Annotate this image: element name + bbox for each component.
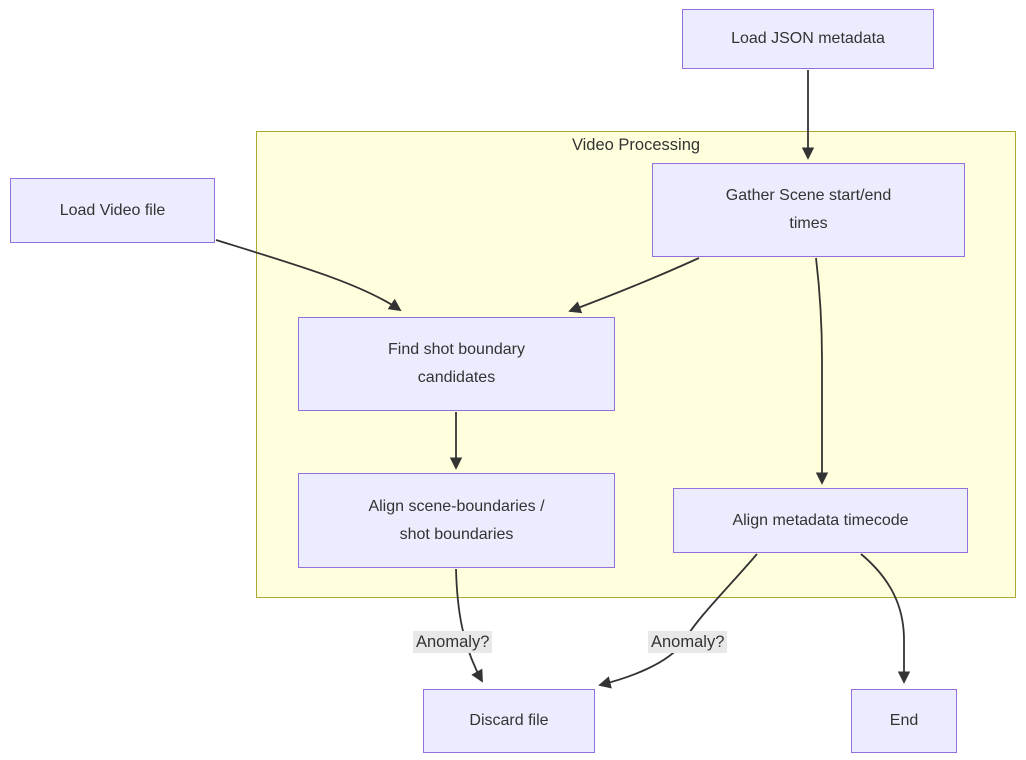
edge-align-metadata-to-discard <box>598 553 758 689</box>
edge-align-metadata-to-end <box>860 553 911 684</box>
subgraph-title: Video Processing <box>571 136 701 154</box>
edge-load-video-to-find-shot <box>215 239 402 312</box>
node-load-video-file: Load Video file <box>10 178 215 243</box>
node-find-shot-boundary: Find shot boundary candidates <box>298 317 615 411</box>
node-label: Find shot boundary candidates <box>388 341 525 386</box>
node-label: Discard file <box>469 712 549 729</box>
edge-align-scene-to-discard <box>455 568 483 683</box>
node-load-json-metadata: Load JSON metadata <box>682 9 934 69</box>
node-label: Load Video file <box>59 201 166 219</box>
node-discard-file: Discard file <box>423 689 595 753</box>
node-gather-scene-times: Gather Scene start/end times <box>652 163 965 257</box>
edge-gather-scene-to-align-metadata <box>815 257 829 485</box>
node-label: Align scene-boundaries / shot boundaries <box>368 497 545 543</box>
node-label: Align metadata timecode <box>732 511 909 529</box>
node-label: Load JSON metadata <box>731 30 885 47</box>
node-end: End <box>851 689 957 753</box>
edge-gather-scene-to-find-shot <box>568 257 700 314</box>
edge-label-anomaly-left: Anomaly? <box>413 631 493 654</box>
edge-label-anomaly-right: Anomaly? <box>648 631 728 654</box>
node-label: Gather Scene start/end times <box>725 187 892 232</box>
node-align-scene-boundaries: Align scene-boundaries / shot boundaries <box>298 473 615 568</box>
node-align-metadata-timecode: Align metadata timecode <box>673 488 968 553</box>
node-label: End <box>889 712 919 729</box>
